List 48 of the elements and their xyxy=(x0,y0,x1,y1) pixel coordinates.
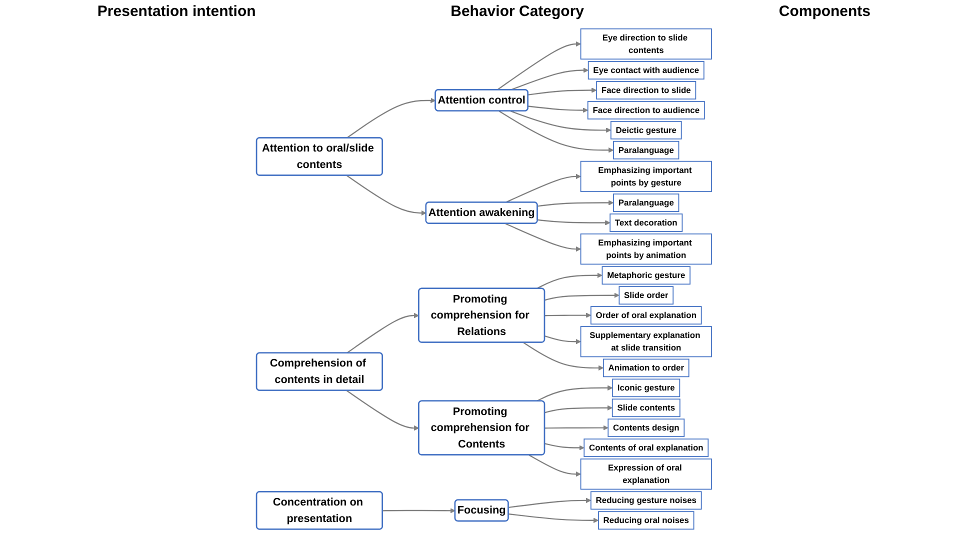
arrow xyxy=(346,390,420,430)
arrow xyxy=(346,312,420,354)
node-box: Reducing gesture noises xyxy=(590,490,702,510)
node-box: Reducing oral noises xyxy=(598,510,694,530)
node-box: Expression of oral explanation xyxy=(580,458,712,490)
node-box: Animation to order xyxy=(602,358,690,377)
column-heading: Presentation intention xyxy=(97,2,256,20)
arrow xyxy=(528,454,582,476)
arrow xyxy=(508,512,599,523)
arrow xyxy=(544,442,584,450)
node-box: Emphasizing important points by animation xyxy=(580,232,712,264)
column-heading: Components xyxy=(778,2,871,20)
arrow xyxy=(528,87,597,95)
node-box: Paralanguage xyxy=(613,140,680,159)
node-box: Contents of oral explanation xyxy=(584,438,709,457)
node-box: Eye direction to slide contents xyxy=(580,28,712,60)
node-box: Face direction to audience xyxy=(587,100,705,119)
node-box: Text decoration xyxy=(610,213,683,232)
node-box: Emphasizing important points by gesture xyxy=(580,160,712,192)
node-box: Contents design xyxy=(608,418,685,437)
node-box: Slide contents xyxy=(612,398,680,417)
node-box: Eye contact with audience xyxy=(588,60,704,79)
arrow xyxy=(537,218,610,225)
arrow xyxy=(544,334,582,344)
arrow xyxy=(510,110,612,132)
arrow xyxy=(505,222,582,252)
arrow xyxy=(544,404,613,413)
arrow xyxy=(382,508,456,513)
arrow xyxy=(544,312,592,318)
arrow xyxy=(544,292,620,300)
arrow xyxy=(346,174,426,216)
column-heading: Behavior Category xyxy=(450,2,584,20)
arrow xyxy=(537,200,614,206)
arrow xyxy=(508,497,592,508)
node-box: Deictic gesture xyxy=(610,120,682,139)
arrow xyxy=(523,342,604,370)
node-box: Paralanguage xyxy=(613,193,680,212)
arrow xyxy=(346,97,436,138)
arrow xyxy=(496,40,582,90)
node-box: Slide order xyxy=(618,286,674,304)
arrow xyxy=(528,105,588,112)
node-box: Metaphoric gesture xyxy=(602,266,690,284)
arrow xyxy=(498,110,614,152)
node-box: Order of oral explanation xyxy=(590,306,702,324)
node-box: Iconic gesture xyxy=(612,378,680,397)
node-box: Face direction to slide xyxy=(596,80,696,99)
arrow xyxy=(544,424,608,430)
node-box: Supplementary explanation at slide transition xyxy=(580,326,712,357)
